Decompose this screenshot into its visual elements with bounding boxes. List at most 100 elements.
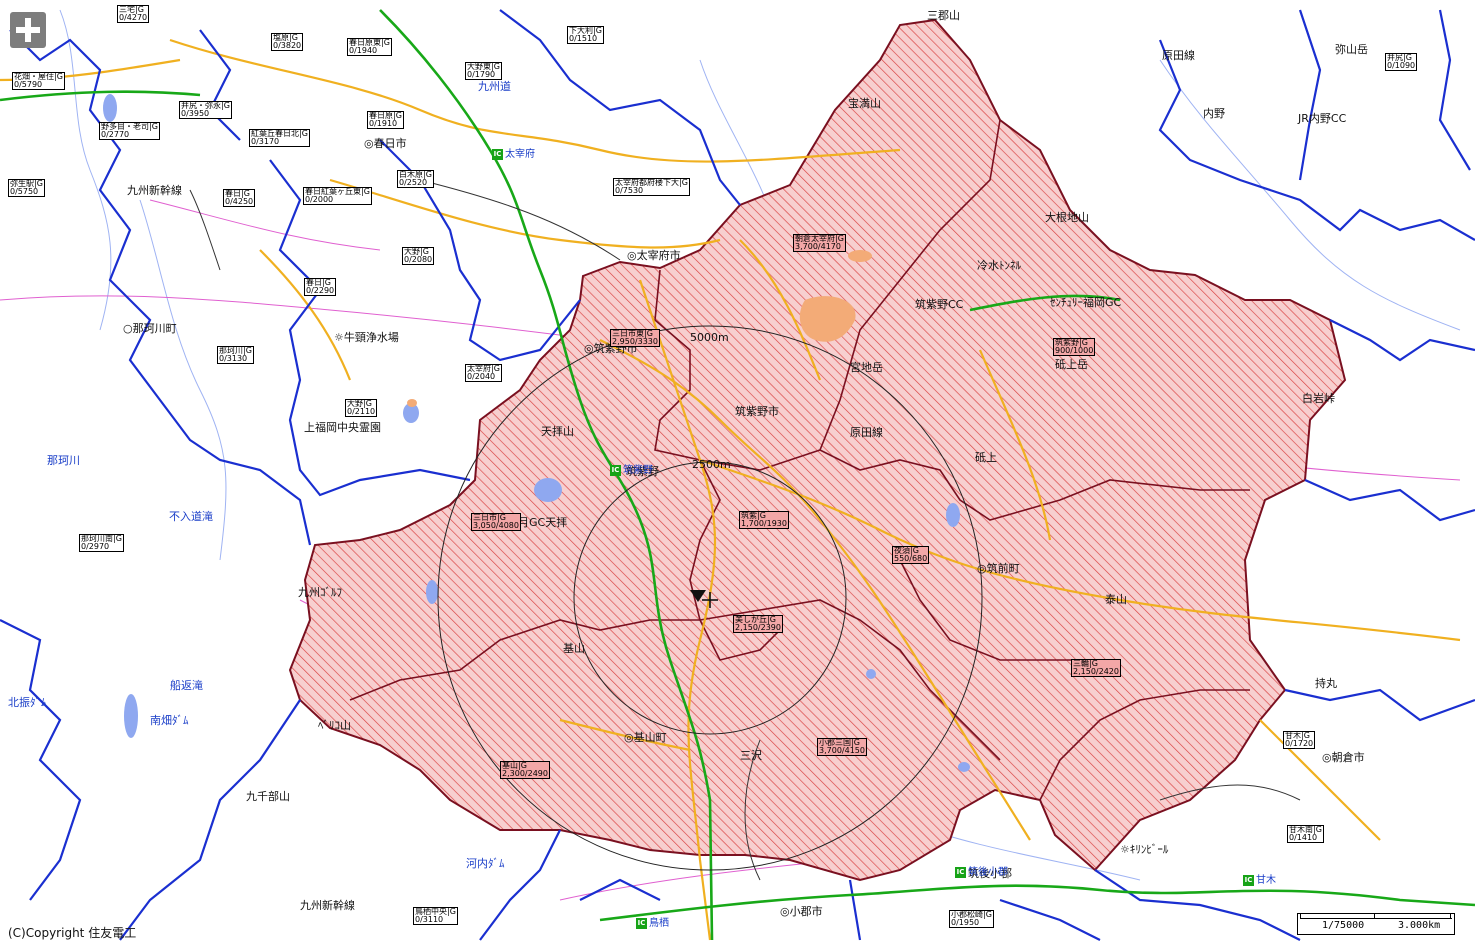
place-label-dazaifu: ◎太宰府市 — [627, 249, 681, 262]
interchange-label-ic1: 太宰府 — [505, 149, 535, 160]
place-label-tenpaigc: 月GC天拝 — [518, 516, 568, 529]
place-label-kaigaeri: 船返滝 — [170, 679, 203, 692]
place-label-nishitesu: ☼ｷﾘﾝﾋﾞｰﾙ — [1120, 843, 1169, 856]
interchange-icon-ic5: IC — [636, 918, 647, 929]
place-label-kochi: 河内ﾀﾞﾑ — [466, 857, 505, 870]
station-box-value: 1,700/1930 — [741, 519, 787, 528]
station-box-value: 0/3130 — [219, 354, 248, 363]
place-label-chikugo-ogori: 筑後小郡 — [968, 867, 1012, 880]
station-box-value: 0/2520 — [399, 178, 428, 187]
interchange-label-ic3: 筑後小郡 — [968, 867, 1008, 878]
place-label-ogori: ◎小郡市 — [780, 905, 823, 918]
station-box-value: 2,150/2390 — [735, 623, 781, 632]
ring-label-5000m: 5000m — [690, 331, 729, 344]
place-label-shiraiwa: 白岩峠 — [1302, 392, 1335, 405]
station-box-name: 井尻|G — [1387, 53, 1412, 62]
place-label-kyushu-ex: 九州道 — [478, 80, 511, 93]
station-box-name: 春日|G — [306, 278, 331, 287]
place-label-nakagawariver: 那珂川 — [47, 454, 80, 467]
zoom-in-button[interactable] — [10, 12, 46, 48]
station-box-value: 0/2040 — [467, 372, 496, 381]
place-label-tairayama: 泰山 — [1105, 593, 1127, 606]
interchange-icon-ic3: IC — [955, 867, 966, 878]
place-label-kasuyanet: 冷水ﾄﾝﾈﾙ — [977, 259, 1021, 272]
place-label-uchino: 内野 — [1203, 107, 1225, 120]
station-box-name: 塩原|G — [273, 33, 298, 42]
place-label-nakagawa: ○那珂川町 — [123, 322, 177, 335]
scale-bar: 1/75000 3.000km — [1297, 913, 1455, 935]
station-box-value: 2,150/2420 — [1073, 667, 1119, 676]
station-box-name: 美しが丘|G — [735, 615, 776, 624]
station-box-name: 大野東|G — [467, 62, 500, 71]
station-box-value: 0/1090 — [1387, 61, 1416, 70]
station-box-value: 3,700/4170 — [795, 242, 841, 251]
place-label-ushikubi: ☼牛頸浄水場 — [334, 331, 399, 344]
place-label-mochimaru: 持丸 — [1315, 677, 1337, 690]
place-label-kyushushinkansen: 九州新幹線 — [300, 899, 355, 912]
station-box-name: 春日|G — [225, 189, 250, 198]
station-box-value: 0/2110 — [347, 407, 376, 416]
station-box-name: 下大利|G — [569, 26, 602, 35]
place-label-chikushino-cc: 筑紫野CC — [915, 298, 964, 311]
place-label-chikushi-ic: 筑紫野 — [626, 465, 659, 478]
place-label-kiyama-town: ◎基山町 — [624, 731, 667, 744]
station-box-name: 大野|G — [404, 247, 429, 256]
station-box-value: 0/1790 — [467, 70, 496, 79]
place-label-kasuga: ◎春日市 — [364, 137, 407, 150]
station-box-name: 筑紫野|G — [1055, 338, 1088, 347]
station-box-value: 0/7530 — [615, 186, 644, 195]
place-label-oneji: 大根地山 — [1045, 211, 1089, 224]
interchange-icon-ic4: IC — [1243, 875, 1254, 886]
place-label-tenpai: 天拝山 — [541, 425, 574, 438]
interchange-icon-ic1: IC — [492, 149, 503, 160]
place-label-haradasen: 原田線 — [850, 426, 883, 439]
place-label-yamagaku: 弥山岳 — [1335, 43, 1368, 56]
station-box-name: 小郡松崎|G — [951, 910, 992, 919]
scale-ratio: 1/75000 — [1322, 920, 1365, 931]
station-box-name: 太宰府|G — [467, 364, 500, 373]
station-box-name: 野多目・老司|G — [101, 122, 158, 131]
copyright-text: (C)Copyright 住友電工 — [8, 926, 137, 940]
station-box-name: 白木原|G — [399, 170, 432, 179]
station-box-value: 0/4250 — [225, 197, 254, 206]
station-box-name: 春日原|G — [369, 111, 402, 120]
station-box-name: 小郡三国|G — [819, 738, 860, 747]
